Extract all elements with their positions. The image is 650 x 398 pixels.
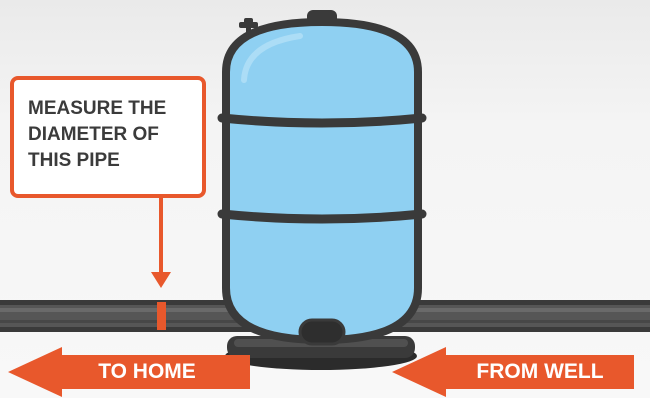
from-well-arrow [392,347,634,397]
tank-port [298,318,346,346]
callout-line-2: DIAMETER OF [28,124,159,145]
callout-text: MEASURE THE DIAMETER OF THIS PIPE [28,96,198,174]
to-home-arrow [8,347,250,397]
to-home-label: TO HOME [98,360,196,383]
callout-box: MEASURE THE DIAMETER OF THIS PIPE [10,76,206,198]
callout-pointer [151,196,171,288]
tank-bands [217,113,427,224]
from-well-label: FROM WELL [476,360,604,383]
tank-body [222,18,422,344]
callout-line-1: MEASURE THE [28,98,167,119]
callout-line-3: THIS PIPE [28,150,120,171]
measure-marker [157,302,166,330]
